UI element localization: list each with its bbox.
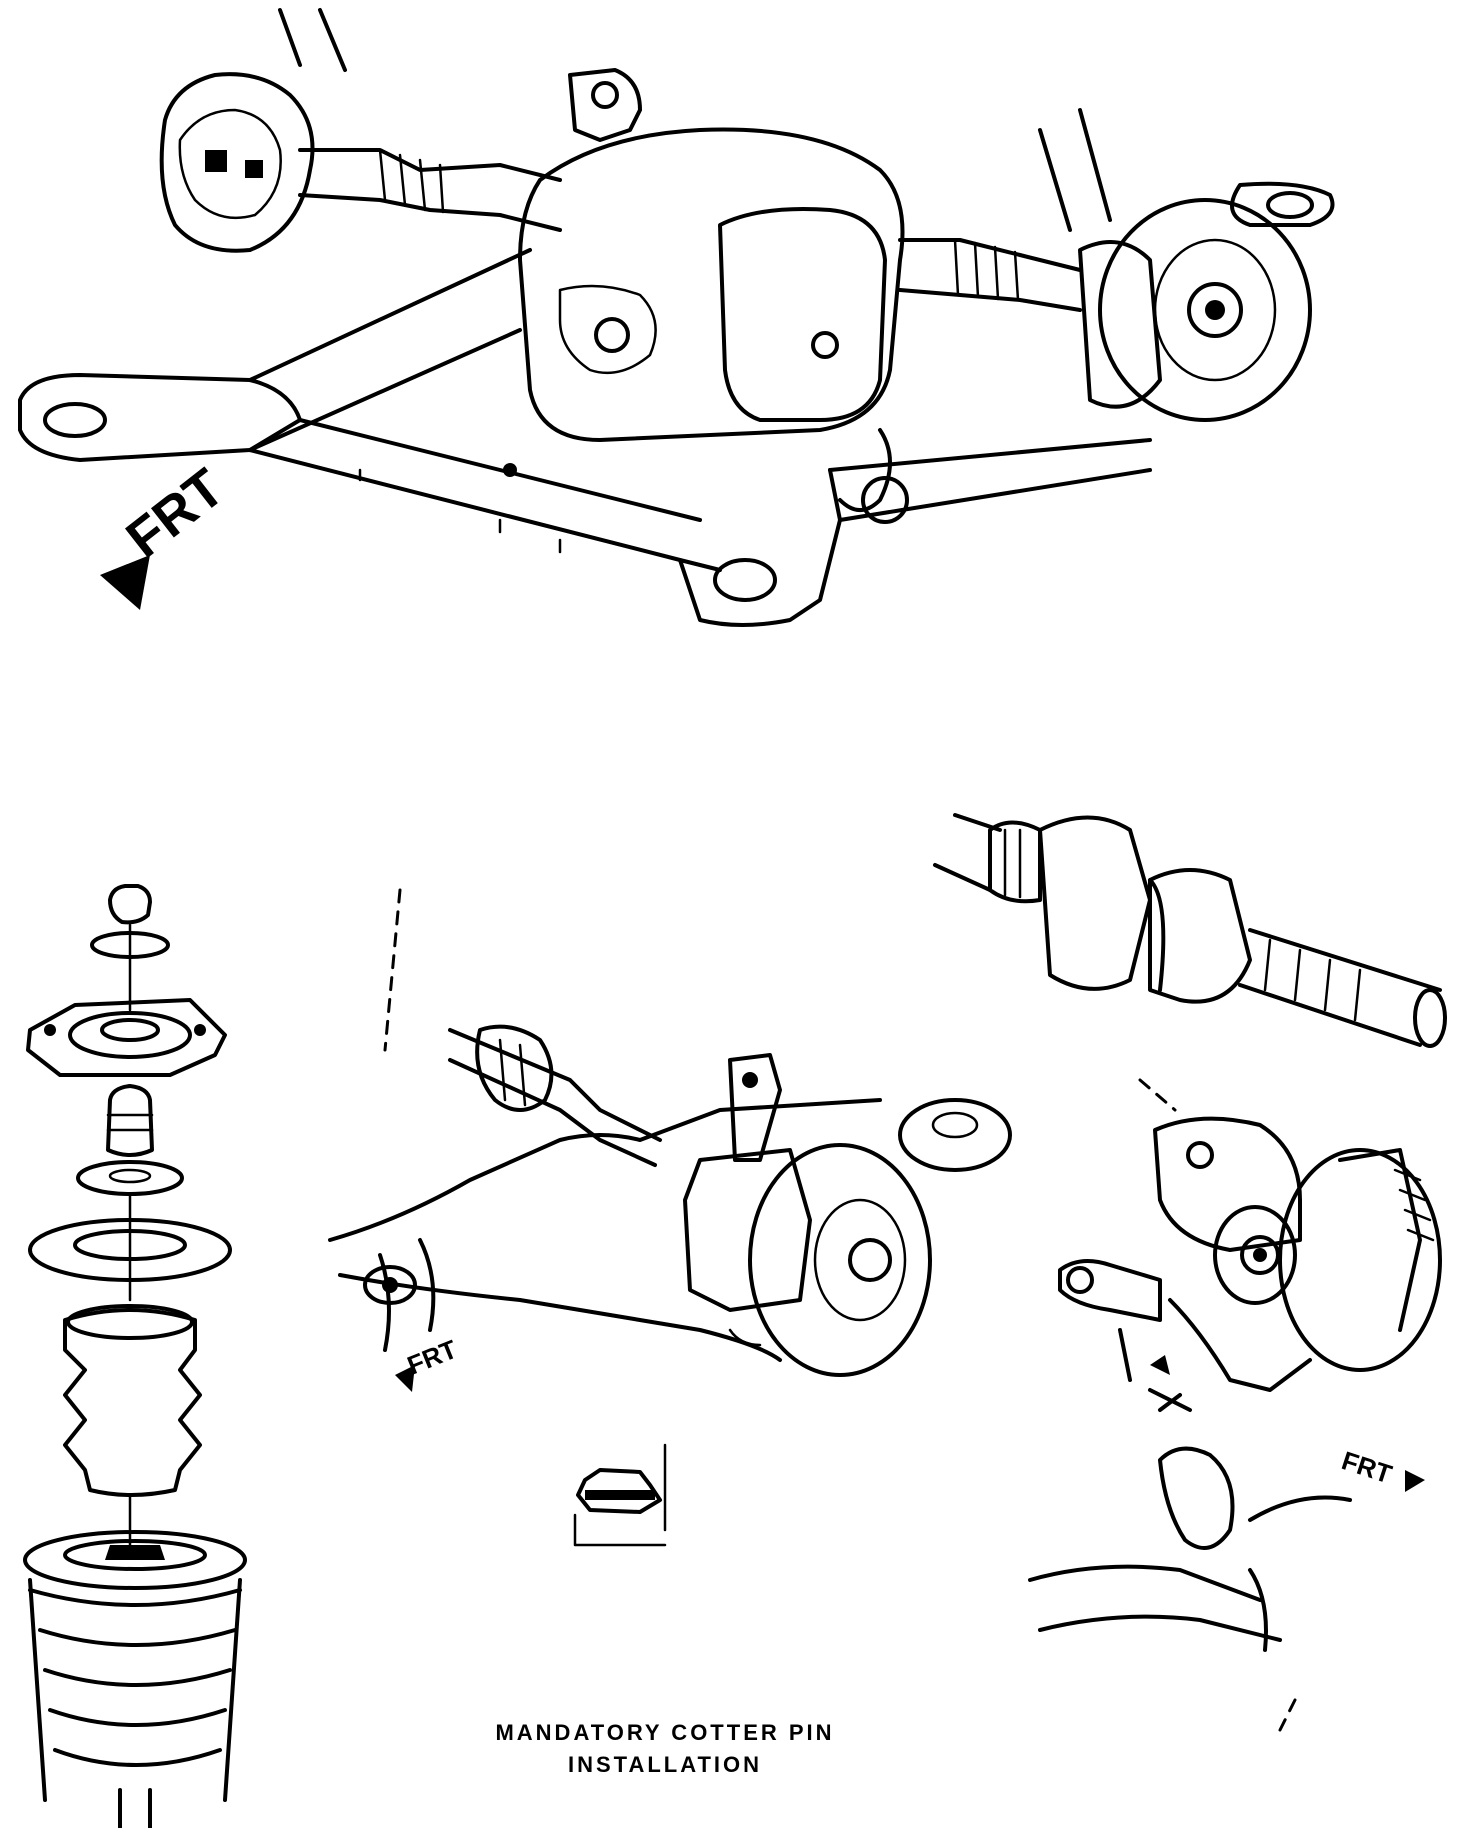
- rear-axle-assembly: [18, 8, 1335, 627]
- front-label-middle: FRT: [403, 1334, 461, 1381]
- front-arrow-icon: [100, 555, 150, 610]
- strut-spring-stack: [23, 884, 247, 1828]
- front-arrow-icon-right: [1405, 1470, 1425, 1492]
- steering-knuckle-assembly: [1028, 1078, 1442, 1732]
- front-label-right: FRT: [1338, 1445, 1395, 1489]
- caption-line-1: MANDATORY COTTER PIN: [495, 1720, 834, 1745]
- front-arrow-icon-mid: [395, 1365, 415, 1392]
- front-direction-indicator-middle: FRT: [395, 1334, 461, 1392]
- lower-control-arm-assembly: [328, 888, 1012, 1377]
- front-label-top: FRT: [115, 458, 235, 570]
- front-direction-indicator-top: FRT: [100, 458, 235, 610]
- cv-axle-end: [933, 813, 1447, 1048]
- front-direction-indicator-right: FRT: [1338, 1445, 1425, 1492]
- cotter-pin-detail: [573, 1443, 667, 1547]
- caption-line-2: INSTALLATION: [568, 1752, 762, 1777]
